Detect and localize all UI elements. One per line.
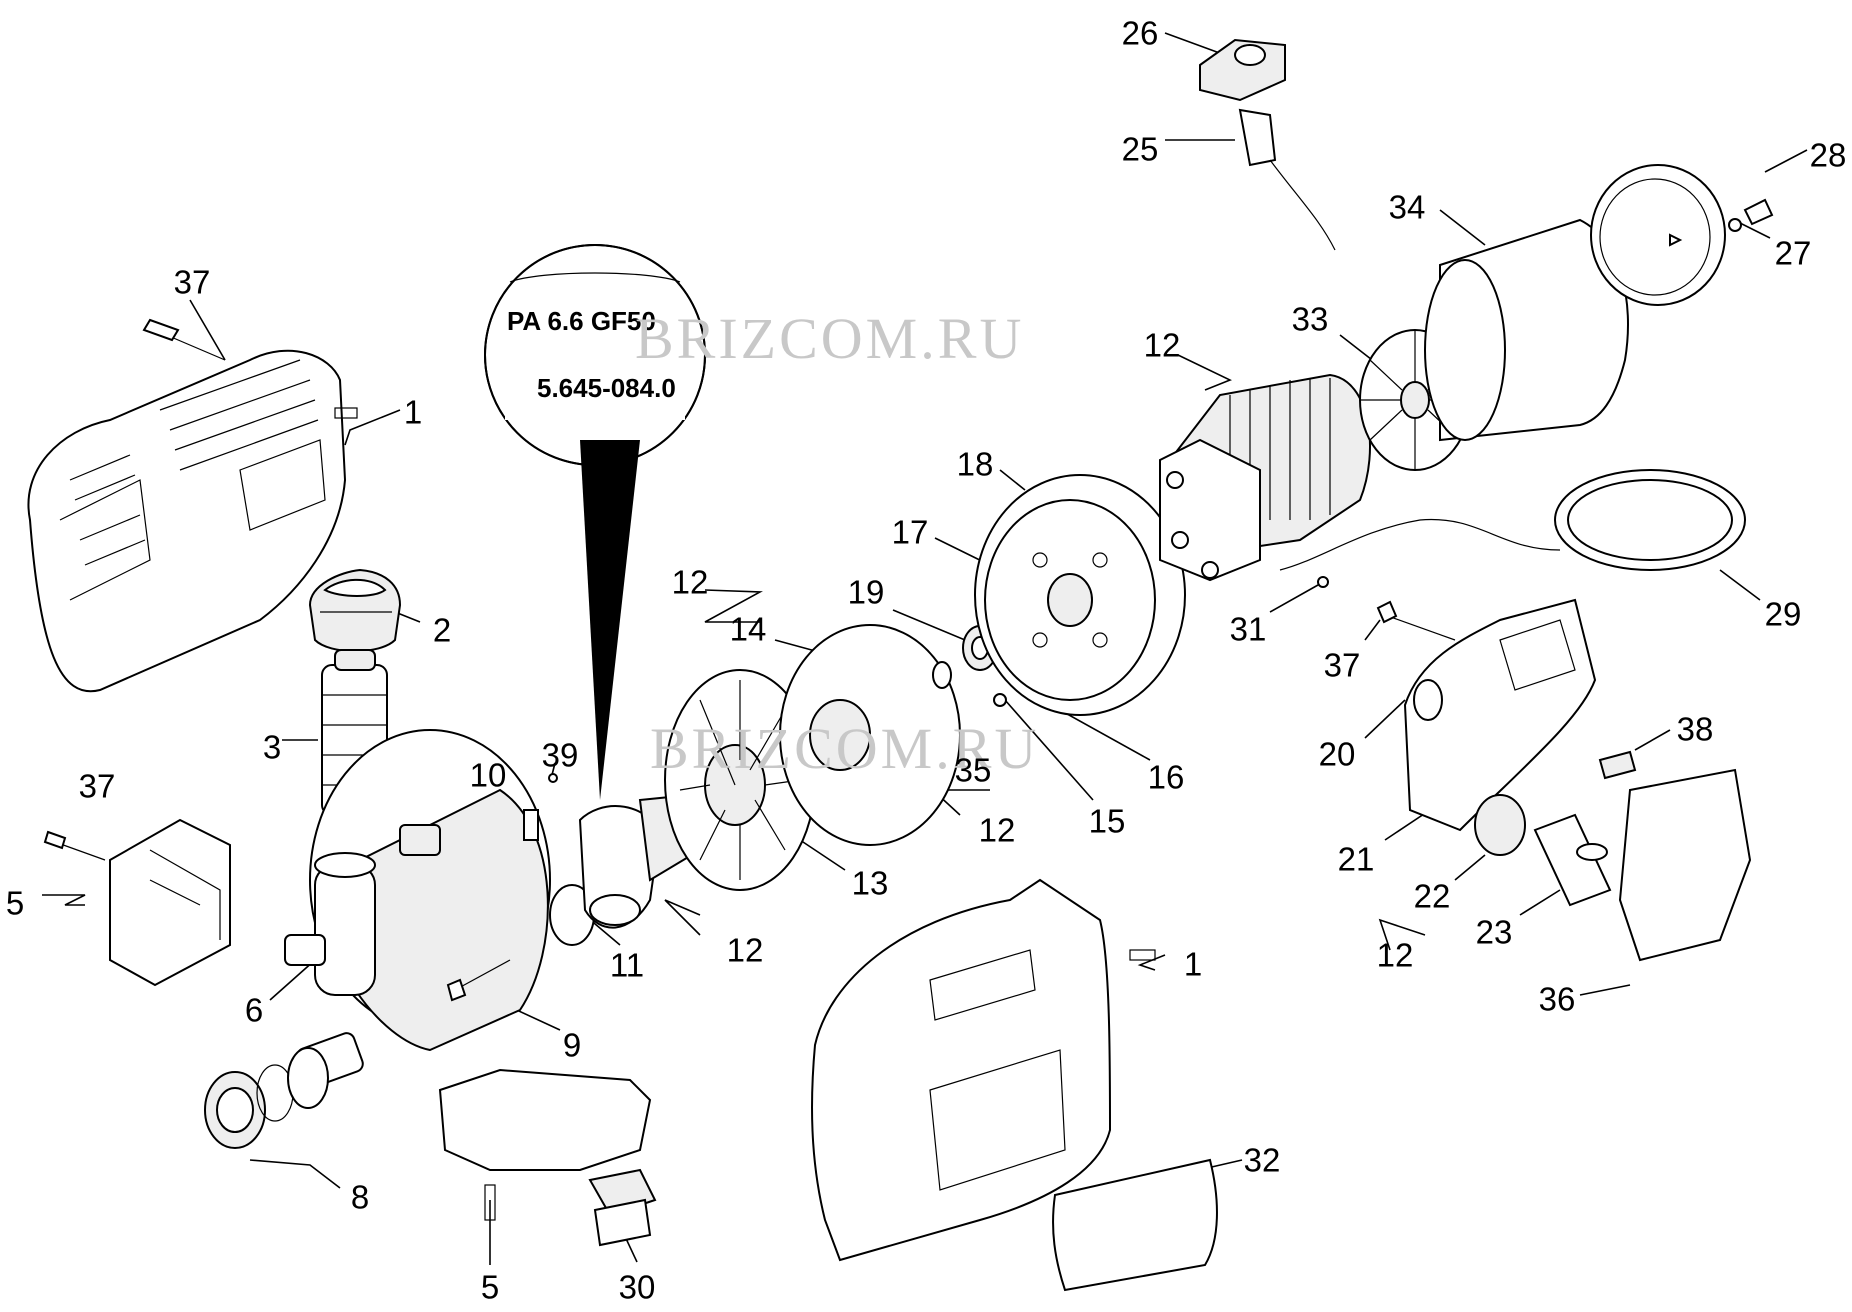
callout-c19: 19	[848, 574, 885, 611]
nut-part-8	[204, 1047, 329, 1149]
callout-c36: 36	[1539, 981, 1576, 1018]
callout-c14: 14	[730, 611, 767, 648]
bottom-cover-parts-5-30	[438, 1068, 657, 1247]
flange-parts-17-18	[974, 474, 1186, 716]
callout-c33: 33	[1292, 301, 1329, 338]
callout-c5a: 5	[6, 885, 24, 922]
callout-c37c: 37	[79, 768, 116, 805]
callout-c9: 9	[563, 1027, 581, 1064]
callout-c12d: 12	[727, 932, 764, 969]
motor-part-12	[1159, 373, 1371, 582]
controller-assembly	[1376, 598, 1752, 962]
callout-c25: 25	[1122, 131, 1159, 168]
material-code-text: PA 6.6 GF50	[507, 306, 656, 336]
callout-c17: 17	[892, 514, 929, 551]
housing-top-left	[27, 318, 358, 693]
callout-c10: 10	[470, 757, 507, 794]
callout-c6: 6	[245, 992, 263, 1029]
callout-c23: 23	[1476, 914, 1513, 951]
callout-c16: 16	[1148, 759, 1185, 796]
callout-c20: 20	[1319, 736, 1356, 773]
callout-c34: 34	[1389, 189, 1426, 226]
callout-c1a: 1	[404, 394, 422, 431]
callout-c12a: 12	[1144, 327, 1181, 364]
impeller-part-13	[664, 669, 816, 891]
callout-c38: 38	[1677, 711, 1714, 748]
housing-bottom	[811, 878, 1156, 1262]
callout-c26: 26	[1122, 15, 1159, 52]
switch-box-part-5	[43, 818, 231, 987]
callout-c12b: 12	[672, 564, 709, 601]
callout-c35: 35	[955, 752, 992, 789]
callout-c5b: 5	[481, 1269, 499, 1306]
label-part-32	[1052, 1158, 1218, 1292]
callout-c37a: 37	[174, 264, 211, 301]
callout-c28: 28	[1810, 137, 1847, 174]
endcap-parts-27-28	[1590, 164, 1774, 306]
callout-c27: 27	[1775, 235, 1812, 272]
callout-c15: 15	[1089, 803, 1126, 840]
callout-c1b: 1	[1184, 946, 1202, 983]
callout-c11: 11	[610, 947, 644, 984]
disc-part-14	[779, 624, 961, 846]
screw-part-9	[446, 959, 511, 1002]
callout-c30: 30	[619, 1269, 656, 1306]
diffuser-assembly	[523, 773, 702, 946]
callout-c39: 39	[542, 737, 579, 774]
cap-part-2	[308, 568, 402, 653]
callout-c12e: 12	[1377, 937, 1414, 974]
part-number-text: 5.645-084.0	[537, 373, 676, 403]
callout-c31: 31	[1230, 611, 1267, 648]
watermarks: BRIZCOM.RU BRIZCOM.RU	[635, 306, 1039, 781]
callout-c2: 2	[433, 612, 451, 649]
callout-c22: 22	[1414, 878, 1451, 915]
callout-c18: 18	[957, 446, 994, 483]
callout-c12c: 12	[979, 812, 1016, 849]
callout-c37b: 37	[1324, 647, 1361, 684]
callout-c8: 8	[351, 1179, 369, 1216]
callout-c3: 3	[263, 729, 281, 766]
switch-parts-25-26	[1199, 38, 1336, 251]
callout-c29: 29	[1765, 596, 1802, 633]
callout-c21: 21	[1338, 841, 1375, 878]
callout-c13: 13	[852, 865, 889, 902]
cable-and-ring	[1279, 469, 1746, 588]
material-zoom-callout: PA 6.6 GF50 5.645-084.0	[484, 244, 706, 800]
watermark-top: BRIZCOM.RU	[635, 306, 1024, 371]
watermark-middle: BRIZCOM.RU	[650, 716, 1039, 781]
callout-c32: 32	[1244, 1142, 1281, 1179]
